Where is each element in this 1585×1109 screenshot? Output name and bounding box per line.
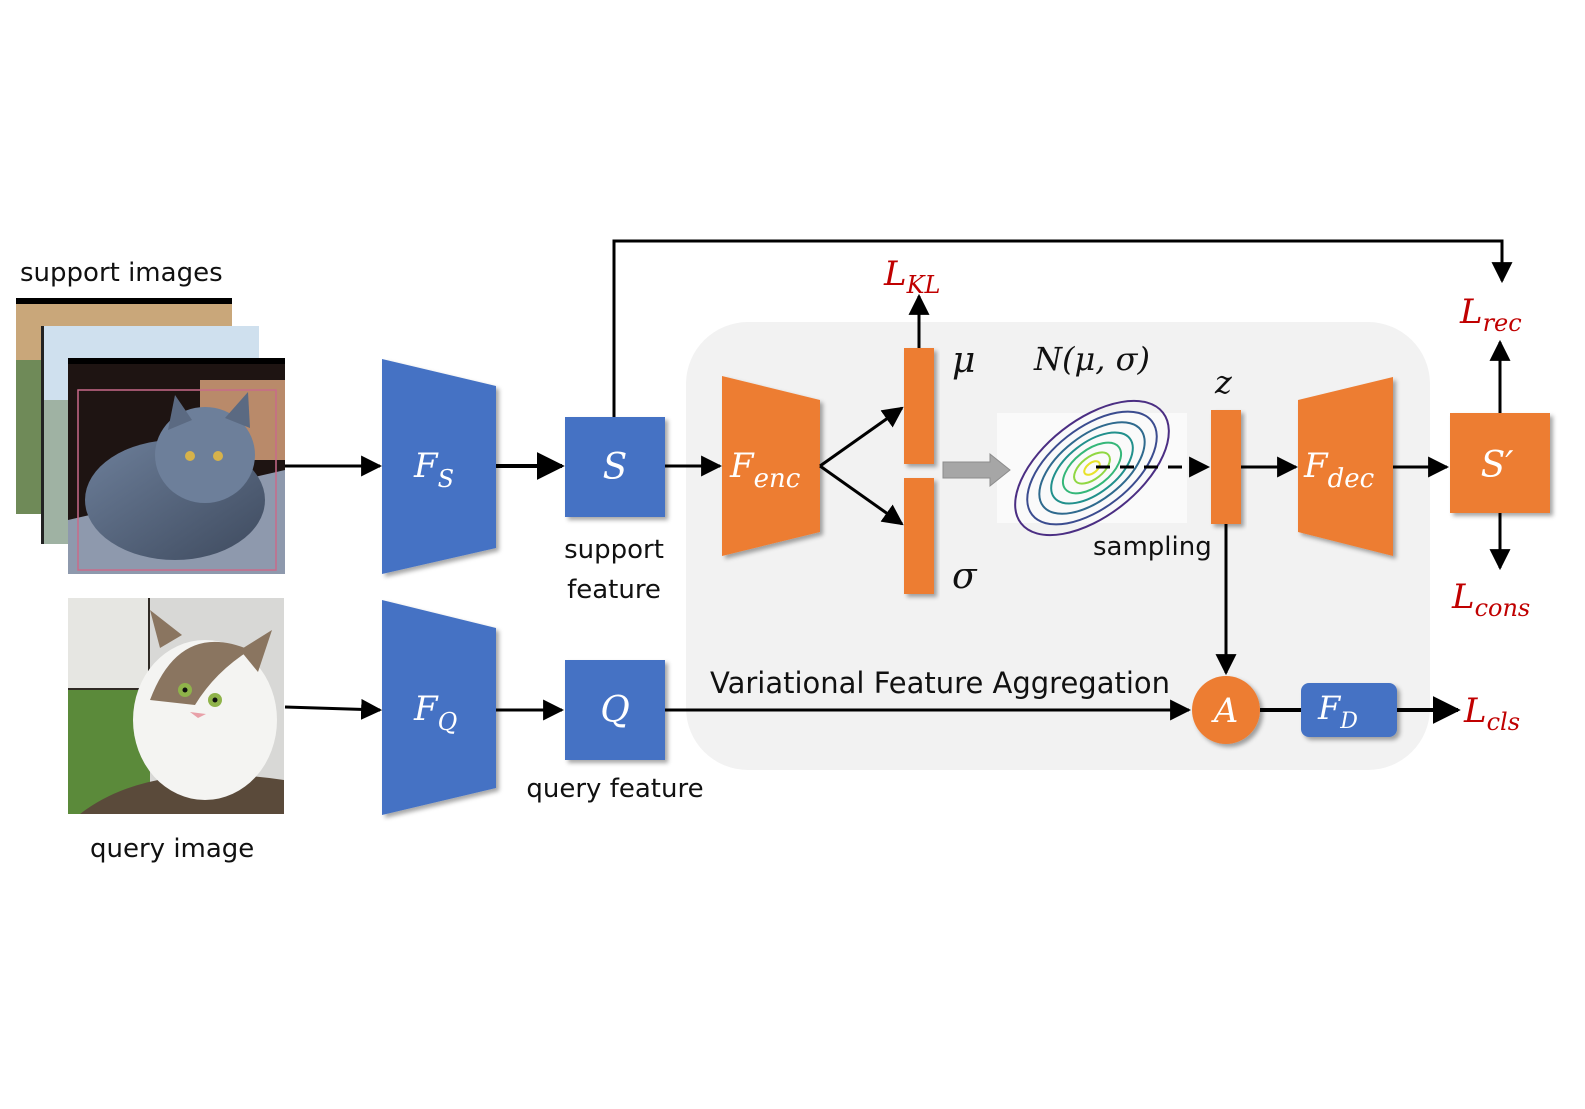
sigma-bar — [904, 478, 934, 594]
s-label: S — [603, 447, 628, 488]
support-feature-label-line2: feature — [567, 575, 661, 605]
aggregator-label: A — [1211, 691, 1239, 731]
vfa-panel — [686, 322, 1430, 770]
support-images-stack: support images — [16, 258, 285, 574]
z-symbol: z — [1214, 363, 1233, 401]
classifier-block — [1301, 683, 1397, 737]
arrow-fenc-to-mu — [819, 406, 904, 468]
sampling-label: sampling — [1093, 532, 1212, 562]
support-feature-label-line1: support — [564, 535, 664, 565]
fq-backbone-block — [382, 600, 496, 815]
query-image — [68, 598, 284, 814]
s-prime-label: S′ — [1481, 445, 1514, 486]
aggregator-node — [1192, 676, 1260, 744]
fenc-label: Fenc — [729, 446, 801, 494]
query-image-label: query image — [90, 834, 254, 864]
encoder-block — [722, 376, 820, 556]
query-feature-block — [565, 660, 665, 760]
arrow-s-skip-to-lrec — [612, 239, 1513, 417]
fdec-label: Fdec — [1303, 446, 1375, 494]
loss-cls: Lcls — [1463, 691, 1520, 736]
arrow-query-to-fq — [284, 698, 383, 720]
vfa-title: Variational Feature Aggregation — [710, 666, 1170, 700]
fs-backbone-block — [382, 359, 496, 574]
mu-symbol: μ — [952, 340, 975, 381]
arrow-fenc-to-sigma — [819, 464, 904, 526]
normal-dist-label: N(μ, σ) — [1033, 340, 1150, 378]
support-images-label: support images — [20, 258, 223, 288]
decoder-block — [1298, 377, 1393, 556]
q-label: Q — [600, 690, 630, 731]
connectors — [284, 239, 1513, 724]
loss-cons: Lcons — [1451, 577, 1530, 622]
fs-label: FS — [413, 446, 454, 493]
cat-photo-icon — [68, 358, 285, 574]
gray-block-arrow — [942, 452, 1011, 488]
loss-kl: LKL — [883, 254, 940, 299]
fq-label: FQ — [413, 689, 457, 736]
mu-bar — [904, 348, 934, 464]
reconstructed-feature-block — [1450, 413, 1550, 513]
sigma-symbol: σ — [952, 556, 978, 597]
fd-label: FD — [1317, 689, 1358, 734]
support-feature-block — [565, 417, 665, 517]
z-bar — [1211, 410, 1241, 524]
loss-rec: Lrec — [1459, 292, 1522, 337]
query-feature-label: query feature — [526, 774, 703, 804]
